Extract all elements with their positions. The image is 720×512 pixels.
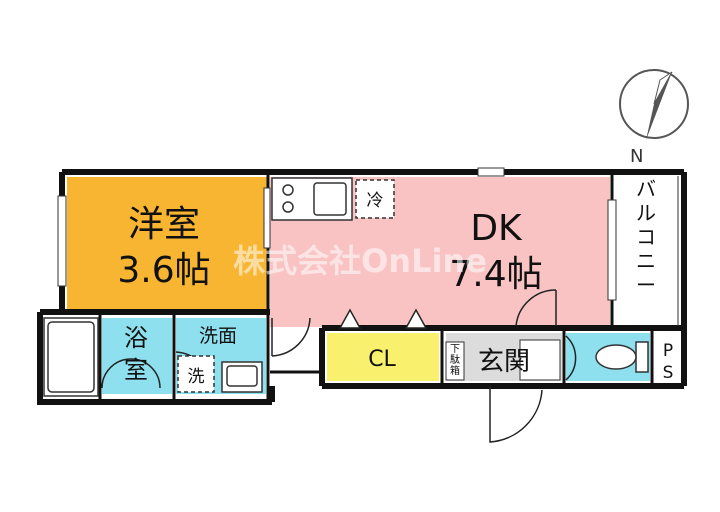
closet-door-left xyxy=(338,308,362,329)
door-dk-swing xyxy=(515,289,557,327)
stove-burner-1 xyxy=(282,184,294,196)
closet-doors xyxy=(338,308,428,329)
washer-box xyxy=(177,355,215,393)
walls xyxy=(37,169,687,405)
ps-label-line1: P xyxy=(663,341,673,361)
doors xyxy=(101,289,577,443)
washroom-label: 洗面 xyxy=(199,325,237,347)
door-wc-swing xyxy=(565,335,577,381)
fridge-box xyxy=(355,179,395,219)
kitchen-counter xyxy=(271,177,353,221)
stove-burner-2 xyxy=(282,201,294,213)
compass: N xyxy=(619,69,689,167)
room-western-fill xyxy=(67,177,267,309)
watermark: 株式会社OnLine xyxy=(233,242,487,280)
room-balcony-fill xyxy=(614,177,678,327)
washer-label: 洗 xyxy=(188,367,205,387)
shoe-box-label: 下駄箱 xyxy=(450,344,460,377)
wall-left-lower xyxy=(37,312,272,405)
entrance-step xyxy=(519,339,561,381)
balcony-label: バルコニー xyxy=(636,177,656,297)
compass-north-label: N xyxy=(630,146,643,167)
window-dk-balcony xyxy=(607,199,617,301)
shoe-box xyxy=(445,341,465,381)
toilet xyxy=(595,341,649,373)
fridge: 冷 xyxy=(355,179,395,219)
bath-label-line2: 室 xyxy=(124,356,148,384)
window-western-inner xyxy=(263,187,271,249)
toilet-tank xyxy=(635,341,649,373)
room-bath-fill xyxy=(102,318,172,394)
fridge-label: 冷 xyxy=(367,191,384,211)
compass-needle xyxy=(646,72,672,140)
wash-basin-bowl xyxy=(226,365,258,387)
dk-room-name: DK xyxy=(470,208,523,249)
window-western-left xyxy=(57,195,67,287)
compass-needle-light xyxy=(653,71,673,105)
ps-label-line2: S xyxy=(663,363,674,383)
bath-label-line1: 浴 xyxy=(124,324,148,352)
room-closet-fill xyxy=(327,333,439,381)
entrance-label: 玄関 xyxy=(478,347,530,377)
closet-label: CL xyxy=(368,347,396,372)
dk-room-size: 7.4帖 xyxy=(449,254,542,295)
bathtub xyxy=(43,317,99,397)
door-bath-swing xyxy=(101,358,161,389)
windows xyxy=(57,167,617,301)
washer: 洗 xyxy=(177,355,215,393)
western-room-size: 3.6帖 xyxy=(117,250,210,291)
toilet-bowl xyxy=(595,344,637,370)
closet-door-right xyxy=(404,308,428,329)
door-western-swing xyxy=(271,317,311,357)
window-dk-top xyxy=(477,167,505,177)
western-room-name: 洋室 xyxy=(128,204,200,245)
sink xyxy=(313,182,347,216)
wash-basin xyxy=(221,361,263,393)
door-entrance-swing xyxy=(489,386,543,443)
bathtub-inner xyxy=(47,321,95,393)
